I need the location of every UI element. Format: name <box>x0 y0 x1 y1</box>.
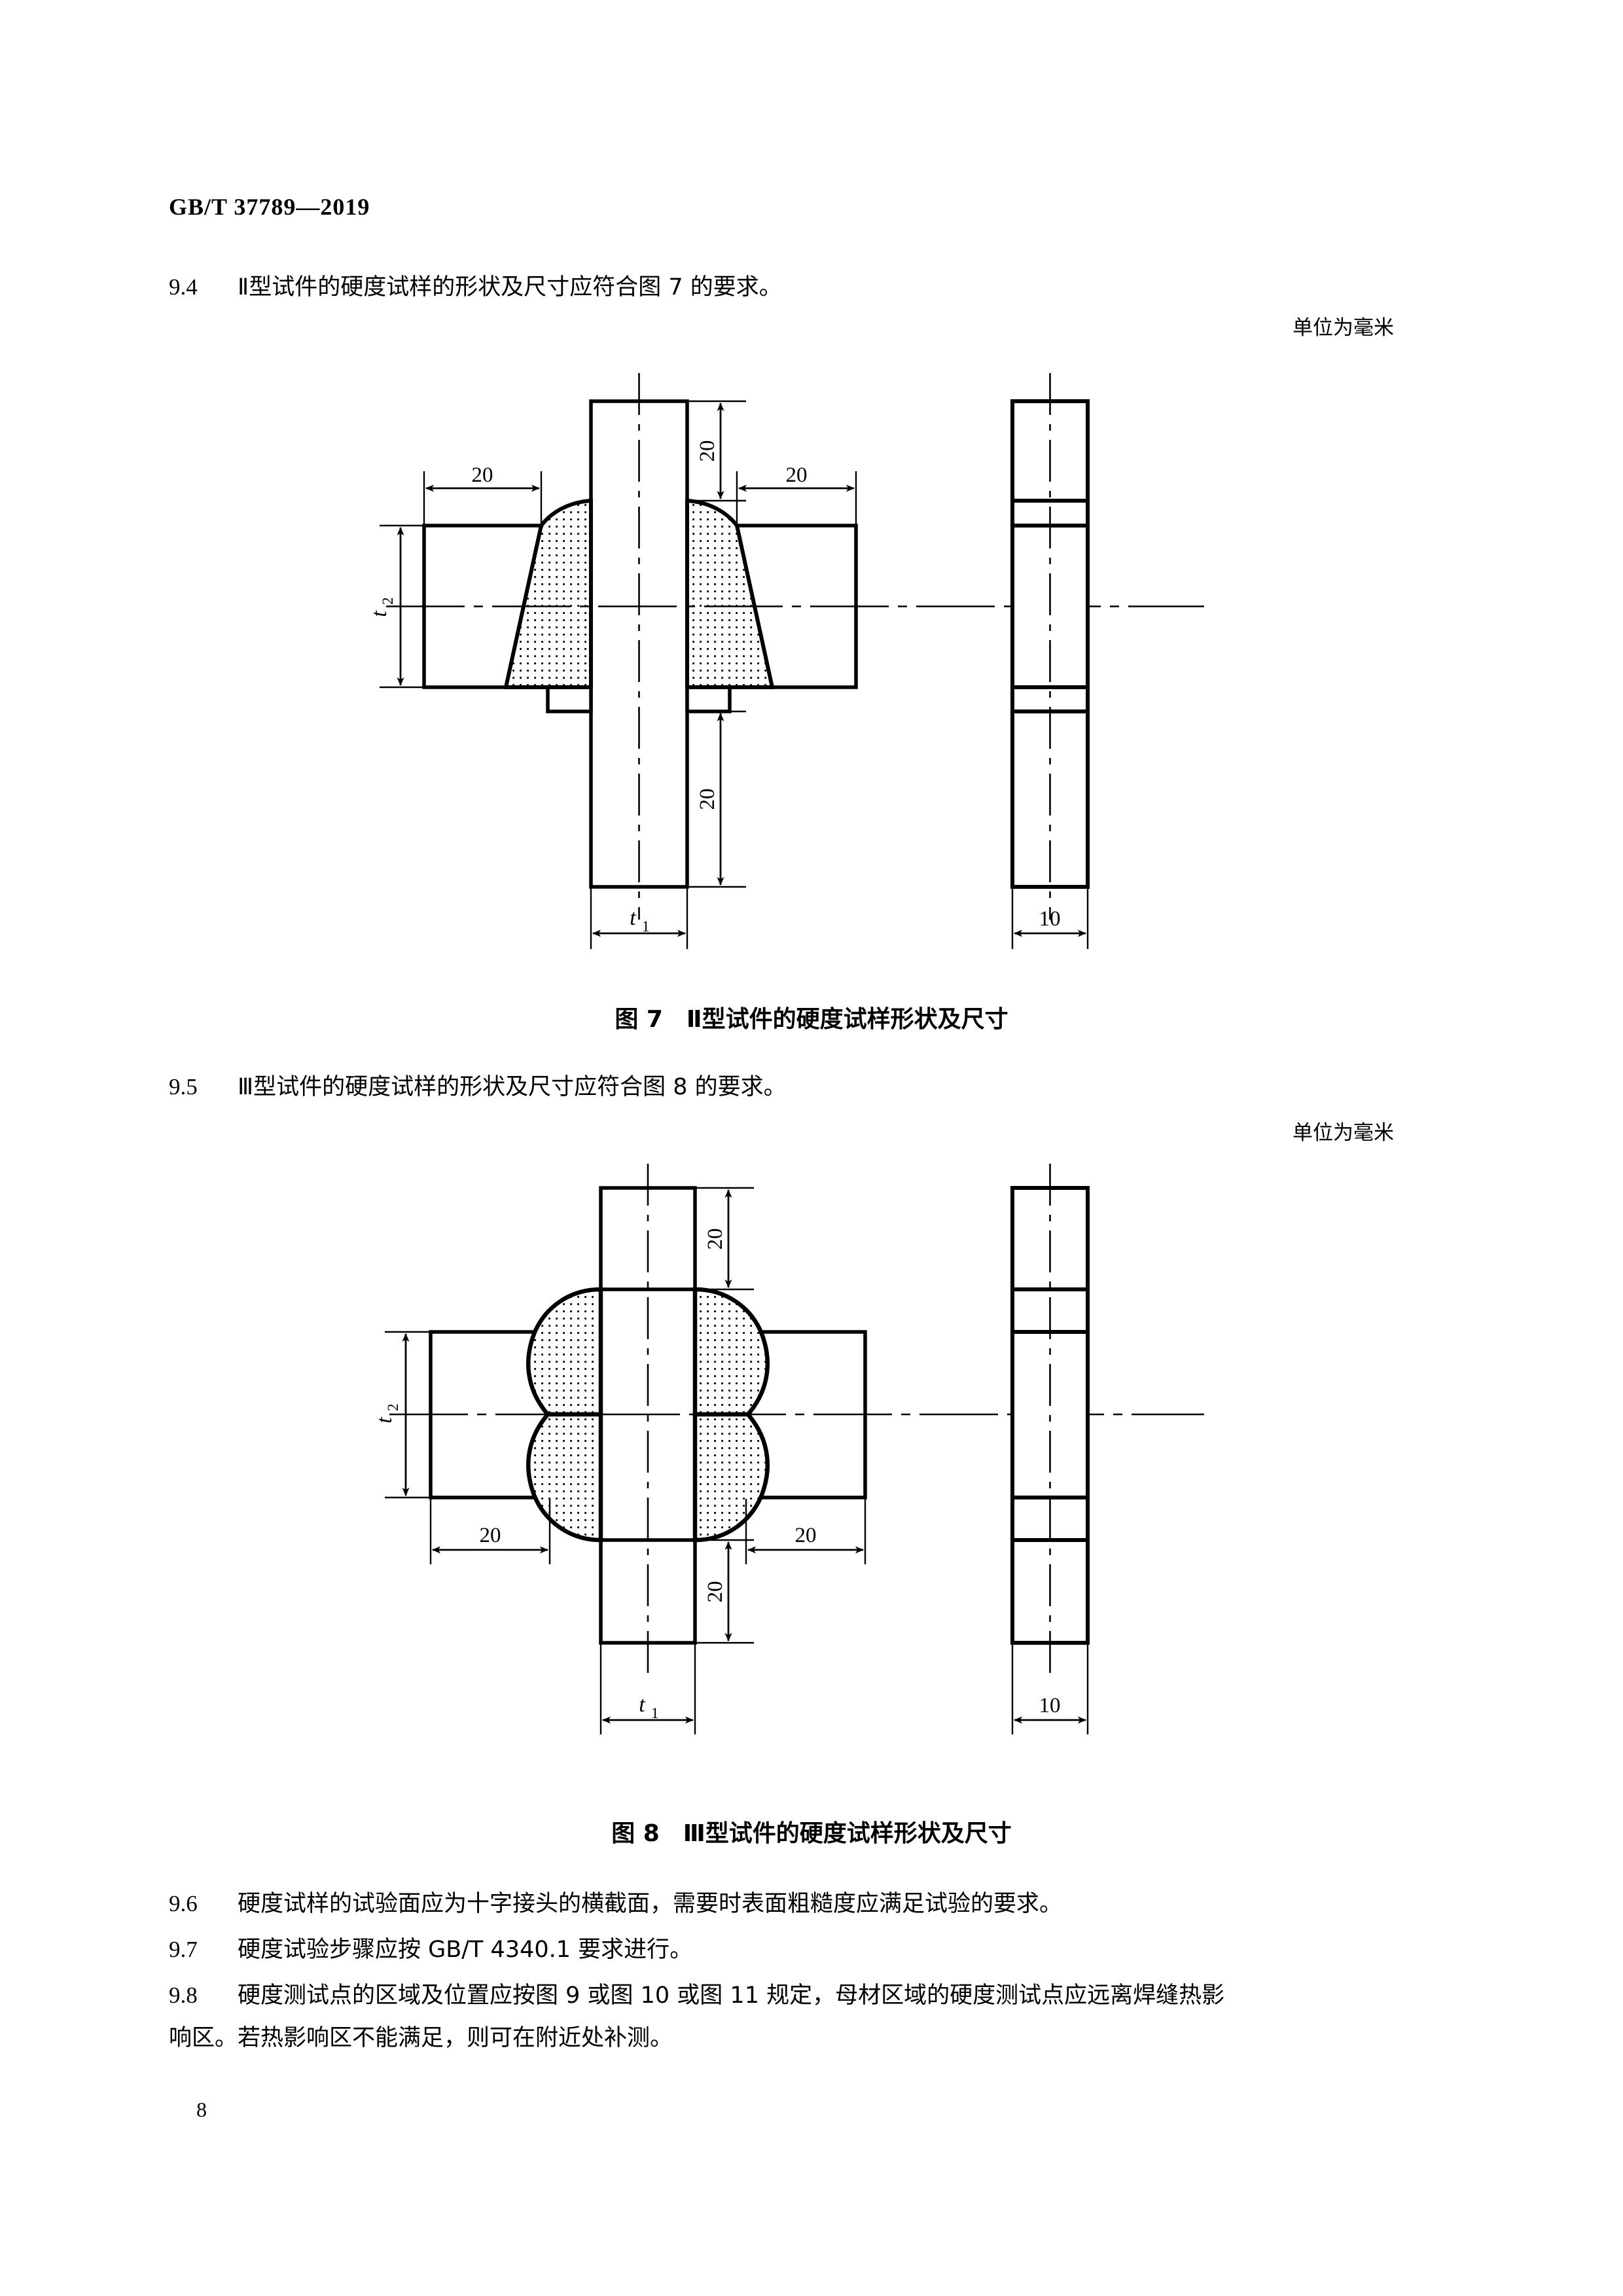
figure7-dim-t1-label: t <box>630 906 637 930</box>
figure8-svg: 20 20 20 20 <box>372 1164 1204 1734</box>
figure7-caption: 图 7 Ⅱ型试件的硬度试样形状及尺寸 <box>615 1006 1008 1033</box>
figure7-backing-strip-right <box>685 685 732 713</box>
figure8-weld-right-lower <box>692 1412 770 1543</box>
figure7-dim-bottom-20: 20 <box>687 710 746 888</box>
figure8-dim-top-20-label: 20 <box>704 1229 727 1250</box>
figure7-technical-drawing: 20 20 20 20 <box>353 367 1283 956</box>
paragraph-9-5: 9.5 Ⅲ型试件的硬度试样的形状及尺寸应符合图 8 的要求。 <box>169 1067 787 1107</box>
figure8-dim-t1-label: t <box>639 1693 646 1717</box>
paragraph-9-4: 9.4 Ⅱ型试件的硬度试样的形状及尺寸应符合图 7 的要求。 <box>169 267 782 308</box>
paragraph-9-5-text: Ⅲ型试件的硬度试样的形状及尺寸应符合图 8 的要求。 <box>238 1074 787 1100</box>
running-header-standard-code: GB/T 37789—2019 <box>169 194 370 220</box>
figure7-backing-strip-left <box>546 685 593 713</box>
figure7-dim-t2-subscript: 2 <box>380 598 396 605</box>
figure8-dim-bottom-20-label: 20 <box>704 1581 727 1603</box>
paragraph-9-8-line1: 9.8 硬度测试点的区域及位置应按图 9 或图 10 或图 11 规定，母材区域的… <box>169 1975 1224 2016</box>
page-number: 8 <box>196 2098 207 2121</box>
figure8-caption: 图 8 Ⅲ型试件的硬度试样形状及尺寸 <box>611 1820 1012 1847</box>
figure8-dim-right-20-label: 20 <box>795 1524 817 1547</box>
figure7-side-view <box>1010 373 1090 920</box>
figure8-dim-bottom-20: 20 <box>695 1539 754 1644</box>
figure8-dim-top-20: 20 <box>695 1187 754 1291</box>
paragraph-9-4-number: 9.4 <box>169 274 198 300</box>
figure7-dim-side-10: 10 <box>1011 887 1089 949</box>
figure8-dim-side-10: 10 <box>1011 1643 1089 1734</box>
figure8-dim-t2: t 2 <box>372 1331 433 1499</box>
figure7-dim-right-20: 20 <box>736 463 857 530</box>
figure8-weld-right-upper <box>692 1287 770 1417</box>
figure7-dim-t2-label: t <box>367 610 391 617</box>
figure7-dim-side-10-label: 10 <box>1039 907 1061 931</box>
figure7-dim-top-20: 20 <box>687 400 746 502</box>
paragraph-9-7-number: 9.7 <box>169 1937 198 1962</box>
figure7-dim-t1-subscript: 1 <box>642 918 650 935</box>
paragraph-9-7: 9.7 硬度试验步骤应按 GB/T 4340.1 要求进行。 <box>169 1929 692 1970</box>
figure8-technical-drawing: 20 20 20 20 <box>353 1158 1283 1767</box>
figure7-dim-bottom-20-label: 20 <box>696 789 719 810</box>
paragraph-9-8-line2: 响区。若热影响区不能满足，则可在附近处补测。 <box>169 2025 673 2051</box>
figure8-dim-right-20: 20 <box>745 1499 866 1564</box>
paragraph-9-7-text: 硬度试验步骤应按 GB/T 4340.1 要求进行。 <box>238 1937 693 1963</box>
figure7-dim-top-20-label: 20 <box>696 440 719 462</box>
figure7-svg: 20 20 20 20 <box>367 373 1204 949</box>
figure8-side-view <box>1010 1164 1090 1682</box>
paragraph-9-8-text-line1: 硬度测试点的区域及位置应按图 9 或图 10 或图 11 规定，母材区域的硬度测… <box>238 1982 1225 2009</box>
figure8-dim-t2-label: t <box>372 1416 397 1424</box>
paragraph-9-8-number: 9.8 <box>169 1982 198 2008</box>
figure7-dim-right-20-label: 20 <box>786 463 808 487</box>
figure8-dim-t2-subscript: 2 <box>385 1404 401 1412</box>
figure7-dim-t2: t 2 <box>367 524 427 689</box>
paragraph-9-6-number: 9.6 <box>169 1891 198 1916</box>
paragraph-9-5-number: 9.5 <box>169 1074 198 1100</box>
figure8-dim-t1-subscript: 1 <box>651 1705 659 1721</box>
figure7-dim-t1: t 1 <box>590 887 688 949</box>
figure8-weld-left-upper <box>526 1287 603 1417</box>
figure7-dim-left-20-label: 20 <box>472 463 493 487</box>
paragraph-9-4-text: Ⅱ型试件的硬度试样的形状及尺寸应符合图 7 的要求。 <box>238 274 782 300</box>
figure8-dim-left-20-label: 20 <box>480 1524 501 1547</box>
figure8-dim-side-10-label: 10 <box>1039 1694 1061 1717</box>
figure7-dim-left-20: 20 <box>423 463 543 529</box>
figure8-weld-left-lower <box>526 1412 603 1543</box>
figure8-dim-left-20: 20 <box>429 1499 551 1564</box>
paragraph-9-6: 9.6 硬度试样的试验面应为十字接头的横截面，需要时表面粗糙度应满足试验的要求。 <box>169 1884 1062 1924</box>
figure7-unit-note: 单位为毫米 <box>1293 316 1394 340</box>
figure8-unit-note: 单位为毫米 <box>1293 1121 1394 1145</box>
paragraph-9-6-text: 硬度试样的试验面应为十字接头的横截面，需要时表面粗糙度应满足试验的要求。 <box>238 1891 1063 1917</box>
figure8-dim-t1: t 1 <box>599 1643 696 1734</box>
